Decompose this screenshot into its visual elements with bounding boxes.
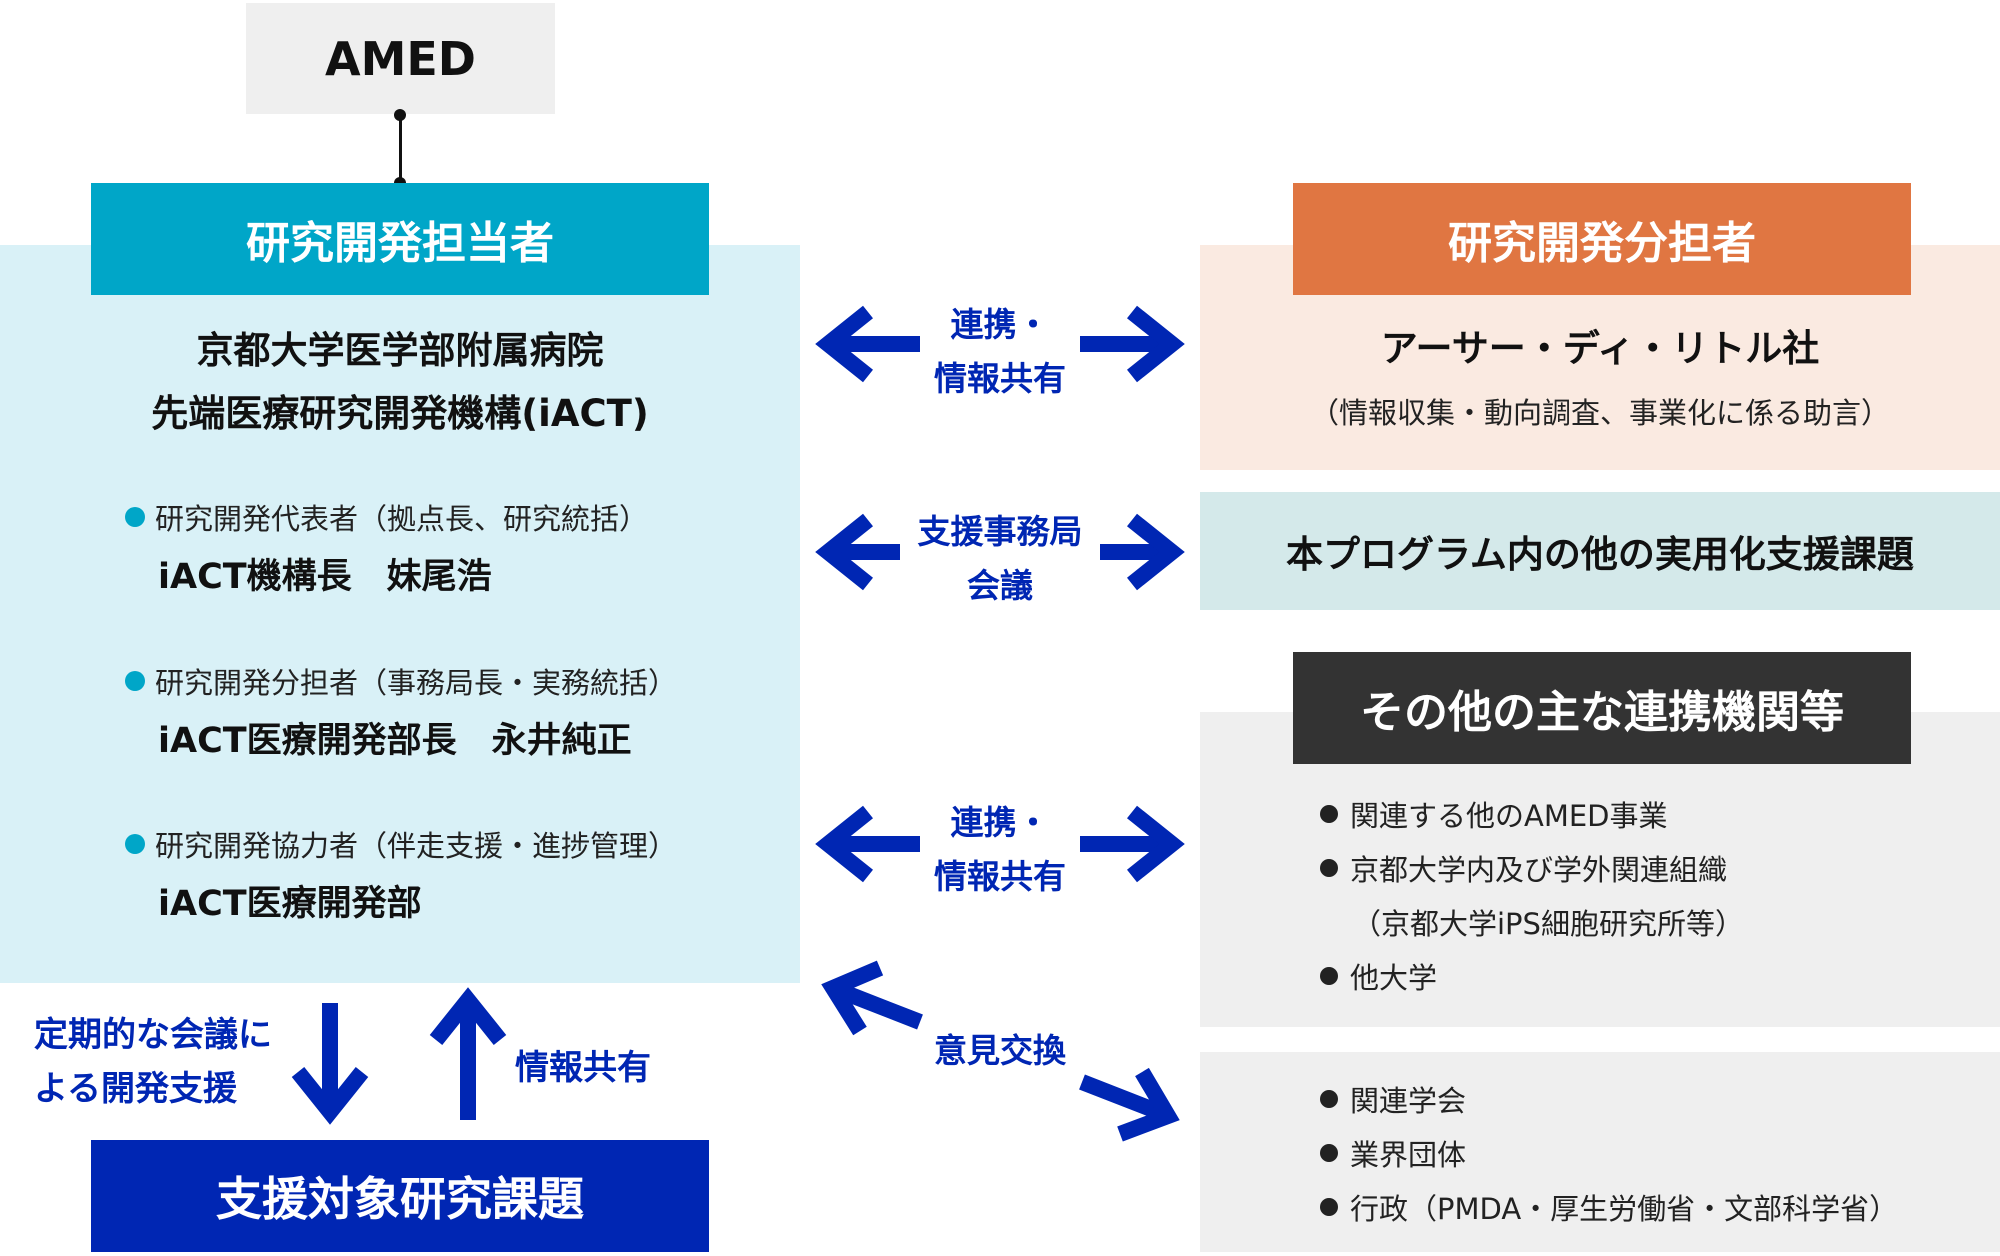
arrow-2-right-head <box>1127 513 1185 591</box>
others-item-label: 京都大学内及び学外関連組織 <box>1350 853 1728 887</box>
arrow-4-up-left <box>835 982 923 1030</box>
lead-header: 研究開発担当者 <box>91 183 709 295</box>
bullet-icon <box>125 834 145 854</box>
amed-label: AMED <box>325 31 476 86</box>
others2-item: 行政（PMDA・厚生労働省・文部科学省） <box>1320 1186 1898 1228</box>
others-header: その他の主な連携機関等 <box>1293 652 1911 764</box>
others2-item-label: 行政（PMDA・厚生労働省・文部科学省） <box>1350 1192 1899 1226</box>
others2-item: 業界団体 <box>1320 1132 1466 1174</box>
collaborator-name: アーサー・ディ・リトル社 <box>1380 327 1820 370</box>
role-label: 研究開発分担者（事務局長・実務統括） <box>155 666 678 700</box>
others-item-label: 他大学 <box>1350 961 1438 995</box>
connection-label-1-line2: 情報共有 <box>934 359 1066 398</box>
connection-label-3-line1: 連携・ <box>950 803 1050 842</box>
up-label: 情報共有 <box>515 1048 651 1088</box>
arrow-up-head <box>429 987 507 1045</box>
bullet-icon <box>125 671 145 691</box>
collaborator-role: （情報収集・動向調査、事業化に係る助言） <box>1309 396 1890 430</box>
bullet-icon <box>1320 1090 1338 1108</box>
collaborator-header-label: 研究開発分担者 <box>1448 218 1756 269</box>
bullet-icon <box>1320 1198 1338 1216</box>
lead-role-1: 研究開発代表者（拠点長、研究統括） <box>125 496 648 538</box>
connection-label-2-line2: 会議 <box>967 566 1033 605</box>
down-label: 定期的な会議に よる開発支援 <box>34 1008 272 1116</box>
role-label: 研究開発代表者（拠点長、研究統括） <box>155 502 649 536</box>
down-label-line2: よる開発支援 <box>34 1069 237 1109</box>
connection-label-2: 支援事務局 会議 <box>880 505 1120 613</box>
amed-connector <box>399 114 402 184</box>
arrow-4-down-right-head <box>1117 1067 1180 1142</box>
arrow-1-left-head <box>815 305 873 383</box>
bullet-icon <box>1320 967 1338 985</box>
lead-panel <box>0 245 800 983</box>
target-label: 支援対象研究課題 <box>216 1172 584 1226</box>
target-box: 支援対象研究課題 <box>91 1140 709 1252</box>
others-item-label: 関連する他のAMED事業 <box>1350 799 1668 833</box>
bullet-icon <box>125 507 145 527</box>
amed-box: AMED <box>246 3 555 114</box>
collaborator-header: 研究開発分担者 <box>1293 183 1911 295</box>
connector-dot-top <box>394 109 406 121</box>
arrow-4-down-right <box>1079 1074 1167 1122</box>
others-item: 他大学 <box>1320 955 1437 997</box>
lead-person-1: iACT機構長 妹尾浩 <box>158 557 492 597</box>
connection-label-3: 連携・ 情報共有 <box>900 796 1100 904</box>
others2-item-label: 関連学会 <box>1350 1084 1467 1118</box>
down-label-line1: 定期的な会議に <box>34 1015 272 1055</box>
connection-label-4: 意見交換 <box>934 1031 1066 1070</box>
others-header-label: その他の主な連携機関等 <box>1360 687 1844 738</box>
arrow-3-right-head <box>1127 805 1185 883</box>
bullet-icon <box>1320 859 1338 877</box>
lead-org-line2: 先端医療研究開発機構(iACT) <box>151 392 649 435</box>
arrow-3-left-head <box>815 805 873 883</box>
connection-label-3-line2: 情報共有 <box>934 857 1066 896</box>
program-box: 本プログラム内の他の実用化支援課題 <box>1200 492 2000 610</box>
lead-person-2: iACT医療開発部長 永井純正 <box>158 721 632 761</box>
others2-item-label: 業界団体 <box>1350 1138 1467 1172</box>
arrow-down-head <box>291 1067 369 1125</box>
bullet-icon <box>1320 805 1338 823</box>
arrow-4-up-left-head <box>821 960 884 1036</box>
arrow-1-right-head <box>1127 305 1185 383</box>
connection-label-1: 連携・ 情報共有 <box>900 298 1100 406</box>
bullet-icon <box>1320 1144 1338 1162</box>
role-label: 研究開発協力者（伴走支援・進捗管理） <box>155 829 678 863</box>
connection-label-1-line1: 連携・ <box>950 305 1050 344</box>
others-item: 関連する他のAMED事業 <box>1320 793 1668 835</box>
others-item-sub: （京都大学iPS細胞研究所等） <box>1352 907 1744 941</box>
program-label: 本プログラム内の他の実用化支援課題 <box>1286 533 1914 576</box>
connection-label-2-line1: 支援事務局 <box>917 512 1083 551</box>
others-item: 京都大学内及び学外関連組織 <box>1320 847 1727 889</box>
lead-role-3: 研究開発協力者（伴走支援・進捗管理） <box>125 823 677 865</box>
lead-person-3: iACT医療開発部 <box>158 884 422 924</box>
others2-item: 関連学会 <box>1320 1078 1466 1120</box>
lead-role-2: 研究開発分担者（事務局長・実務統括） <box>125 660 677 702</box>
lead-org-line1: 京都大学医学部附属病院 <box>196 329 604 372</box>
arrow-2-left-head <box>815 513 873 591</box>
lead-header-label: 研究開発担当者 <box>246 218 554 269</box>
